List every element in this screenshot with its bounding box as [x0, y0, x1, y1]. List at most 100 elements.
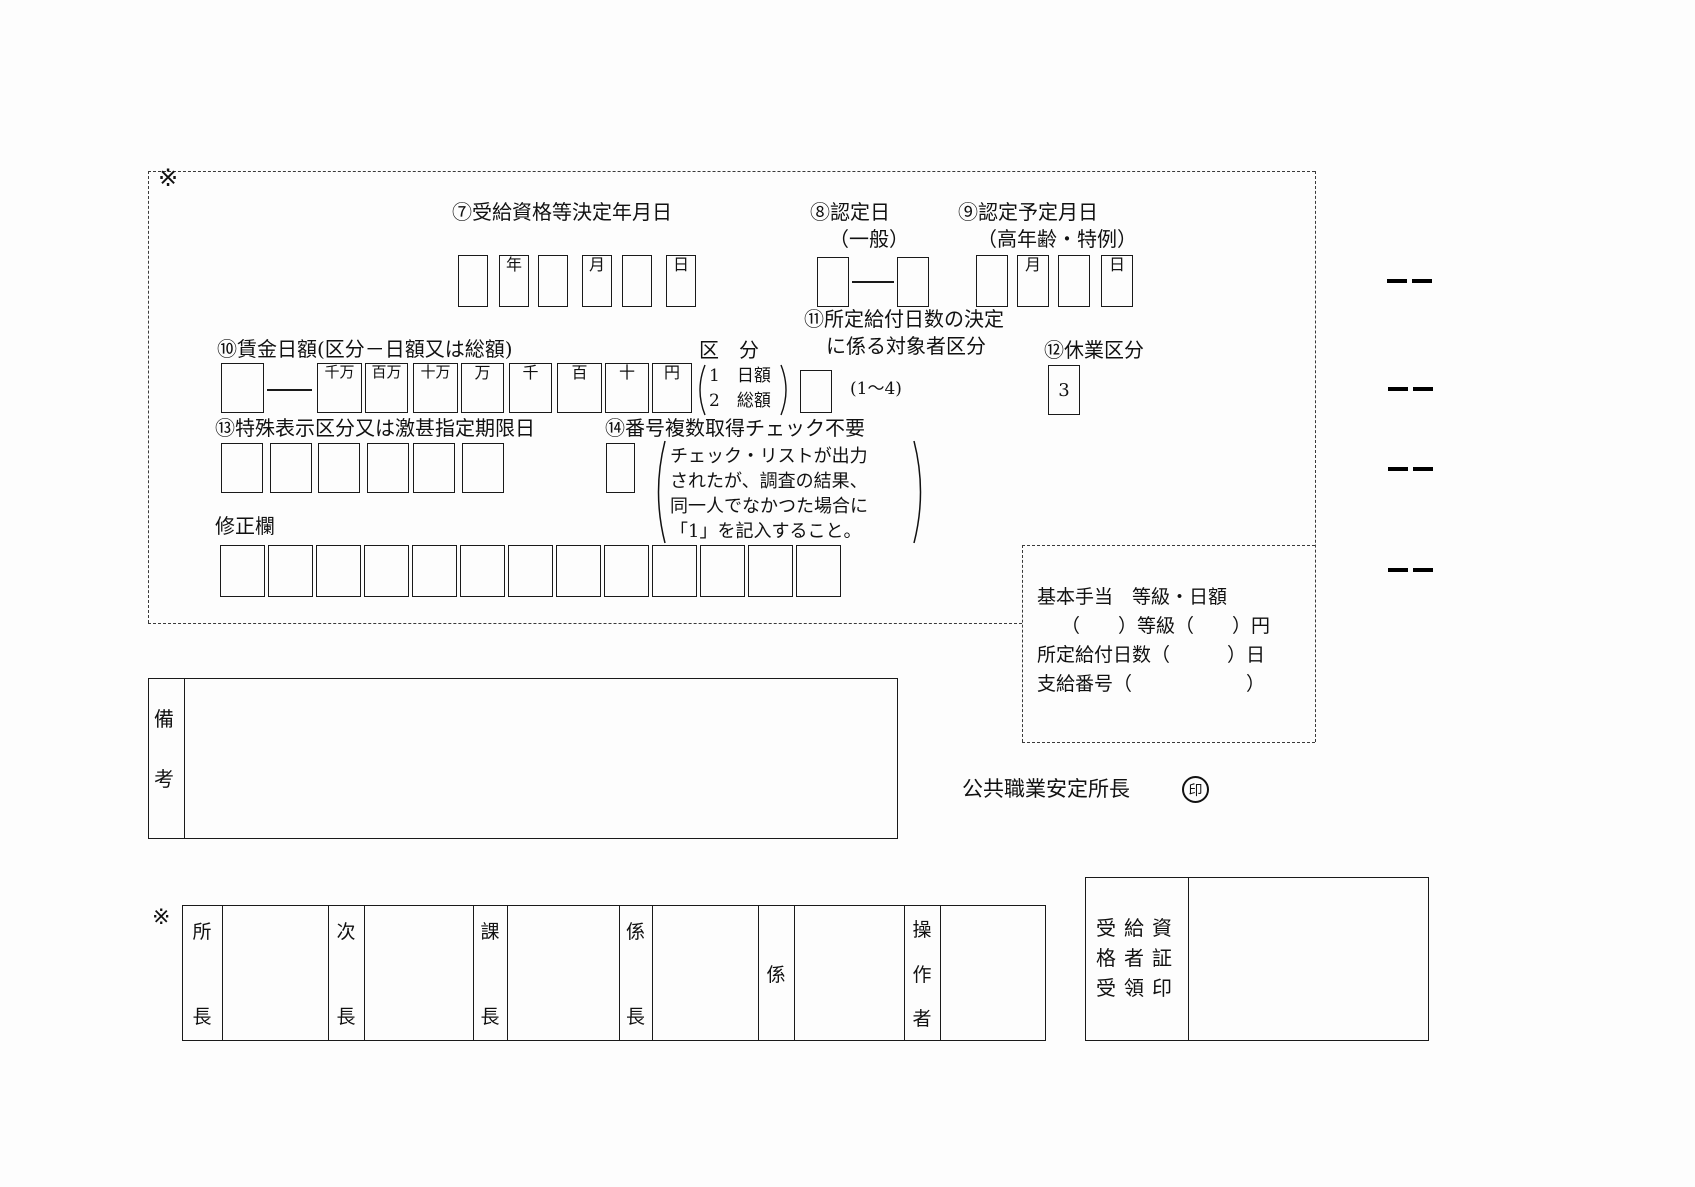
- approval-divider: [364, 905, 365, 1041]
- s10-digit-100[interactable]: 百: [557, 363, 602, 413]
- s9-month-unit-box[interactable]: 月: [1017, 255, 1049, 307]
- correction-input-3[interactable]: [316, 545, 361, 597]
- s10-digit-1k[interactable]: 千: [509, 363, 552, 413]
- approval-stamp-area-director[interactable]: [223, 906, 327, 1040]
- s9-month-input[interactable]: [976, 255, 1008, 307]
- receipt-divider: [1188, 877, 1189, 1041]
- s11-label-line2: に係る対象者区分: [826, 334, 986, 358]
- benefit-line4: 支給番号（ ）: [1037, 673, 1266, 695]
- correction-input-1[interactable]: [220, 545, 265, 597]
- correction-input-7[interactable]: [508, 545, 553, 597]
- unit-day: 日: [1108, 255, 1125, 274]
- approval-stamp-area-operator[interactable]: [941, 906, 1045, 1040]
- s7-year-input[interactable]: [458, 255, 488, 307]
- s8-sub-label: （一般）: [829, 227, 909, 251]
- s7-year-unit-box[interactable]: 年: [499, 255, 529, 307]
- approval-stamp-area-staff[interactable]: [795, 906, 903, 1040]
- correction-input-6[interactable]: [460, 545, 505, 597]
- s14-note-line1: チェック・リストが出力: [670, 446, 868, 467]
- s7-label: ⑦受給資格等決定年月日: [452, 200, 672, 224]
- s7-month-input[interactable]: [538, 255, 568, 307]
- approval-divider: [473, 905, 474, 1041]
- dashed-border-right: [1315, 171, 1316, 742]
- approval-label-section-chief: 課 長: [473, 905, 507, 1041]
- receipt-label-row2: 格者証: [1096, 946, 1180, 970]
- s12-value: 3: [1058, 379, 1070, 401]
- s10-digit-100k[interactable]: 十万: [413, 363, 458, 413]
- remarks-box: [148, 678, 898, 839]
- s14-note-line4: 「1」を記入すること。: [670, 521, 862, 542]
- approval-char: 操: [912, 919, 932, 941]
- approval-label-unit-chief: 係 長: [619, 905, 652, 1041]
- s10-digit-1m[interactable]: 百万: [365, 363, 408, 413]
- s8-input-2[interactable]: [897, 257, 929, 307]
- benefit-info: 基本手当 等級・日額 （ ）等級（ ）円 所定給付日数（ ）日 支給番号（ ）: [1037, 583, 1270, 699]
- approval-label-deputy-director: 次 長: [328, 905, 364, 1041]
- s13-label: ⑬特殊表示区分又は激甚指定期限日: [215, 416, 535, 440]
- benefit-box-border-top: [1022, 545, 1315, 546]
- s10-digit-yen[interactable]: 円: [652, 363, 692, 413]
- dashed-border-left: [148, 171, 149, 623]
- approval-char: 係: [766, 963, 786, 986]
- receipt-stamp-area[interactable]: [1189, 878, 1428, 1040]
- s7-day-unit-box[interactable]: 日: [666, 255, 696, 307]
- dashed-border-top: [148, 171, 1315, 172]
- s11-input[interactable]: [800, 370, 832, 413]
- s9-sub-label: （高年齢・特例）: [977, 227, 1137, 251]
- s13-input-1[interactable]: [221, 443, 263, 493]
- approval-divider: [758, 905, 759, 1041]
- correction-input-4[interactable]: [364, 545, 409, 597]
- unit-10million: 千万: [324, 363, 355, 381]
- correction-input-9[interactable]: [604, 545, 649, 597]
- approval-char: 係: [625, 921, 645, 943]
- s14-input[interactable]: [606, 443, 635, 493]
- approval-char: 長: [480, 1006, 500, 1028]
- note-bracket-left-icon: [657, 440, 666, 544]
- unit-month: 月: [1024, 255, 1041, 274]
- approval-char: 者: [912, 1008, 932, 1030]
- s7-month-unit-box[interactable]: 月: [582, 255, 612, 307]
- s10-digit-10[interactable]: 十: [605, 363, 649, 413]
- s11-range: (1～4): [850, 379, 902, 399]
- s12-input[interactable]: 3: [1048, 365, 1080, 415]
- remarks-input-area[interactable]: [185, 679, 897, 838]
- approval-divider: [507, 905, 508, 1041]
- approval-stamp-area-deputy-director[interactable]: [365, 906, 472, 1040]
- approval-divider: [222, 905, 223, 1041]
- s13-input-3[interactable]: [318, 443, 360, 493]
- approval-label-operator: 操 作 者: [904, 905, 940, 1041]
- receipt-box: [1085, 877, 1429, 1041]
- correction-input-13[interactable]: [796, 545, 841, 597]
- approval-stamp-area-unit-chief[interactable]: [653, 906, 757, 1040]
- approval-table: [182, 905, 1046, 1041]
- unit-month: 月: [588, 255, 605, 274]
- benefit-line3: 所定給付日数（ ）日: [1037, 644, 1266, 666]
- correction-input-11[interactable]: [700, 545, 745, 597]
- s9-day-unit-box[interactable]: 日: [1101, 255, 1133, 307]
- s10-digit-10m[interactable]: 千万: [317, 363, 362, 413]
- correction-input-5[interactable]: [412, 545, 457, 597]
- s10-kubun-input[interactable]: [221, 363, 264, 413]
- s9-day-input[interactable]: [1058, 255, 1090, 307]
- kubun-label: 区 分: [699, 338, 759, 362]
- s13-input-6[interactable]: [462, 443, 504, 493]
- s8-input-1[interactable]: [817, 257, 849, 307]
- correction-input-10[interactable]: [652, 545, 697, 597]
- s11-label-line1: ⑪所定給付日数の決定: [804, 307, 1004, 331]
- s13-input-2[interactable]: [270, 443, 312, 493]
- approval-stamp-area-section-chief[interactable]: [508, 906, 618, 1040]
- correction-input-8[interactable]: [556, 545, 601, 597]
- correction-input-2[interactable]: [268, 545, 313, 597]
- s10-digit-10k[interactable]: 万: [461, 363, 504, 413]
- correction-label: 修正欄: [215, 514, 275, 538]
- s7-day-input[interactable]: [622, 255, 652, 307]
- s13-input-5[interactable]: [413, 443, 455, 493]
- s13-input-4[interactable]: [367, 443, 409, 493]
- unit-million: 百万: [371, 363, 402, 381]
- approval-char: 長: [336, 1006, 356, 1028]
- receipt-label-row1: 受給資: [1096, 916, 1180, 940]
- benefit-box-border-bottom: [1022, 742, 1315, 743]
- seal-icon: 印: [1182, 776, 1209, 803]
- s14-note: チェック・リストが出力 されたが、調査の結果、 同一人でなかつた場合に 「1」を…: [670, 444, 868, 544]
- correction-input-12[interactable]: [748, 545, 793, 597]
